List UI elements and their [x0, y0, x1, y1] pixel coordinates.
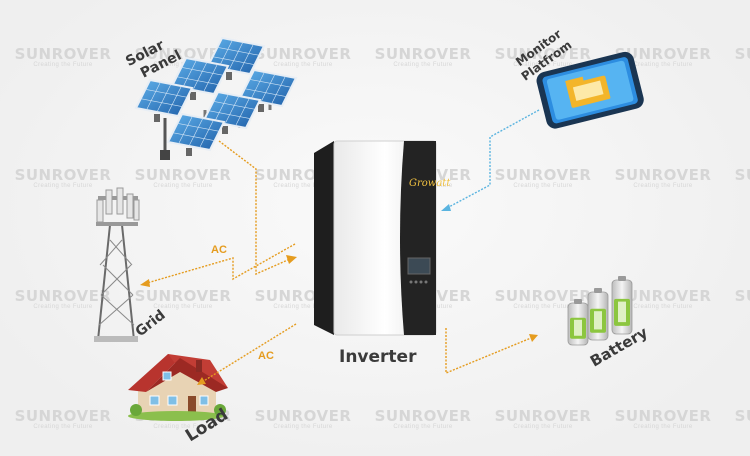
watermark-tagline: Creating the Future [33, 183, 93, 189]
watermark-tagline: Creating the Future [153, 304, 213, 310]
inverter-to-grid-line [146, 243, 296, 284]
watermark-tagline: Creating the Future [273, 183, 333, 189]
watermark-tagline: Creating the Future [153, 424, 213, 430]
watermark-brand: SUNROVER [734, 287, 750, 305]
watermark-brand: SUNROVER [14, 407, 112, 425]
watermark-tagline: Creating the Future [393, 62, 453, 68]
solar-panel-icon [134, 36, 298, 160]
watermark-brand: SUNROVER [494, 407, 592, 425]
grid-tower-icon [94, 187, 140, 342]
watermark-brand: SUNROVER [254, 407, 352, 425]
solar-to-inverter-line [218, 140, 291, 276]
inverter-icon: Growatt [314, 140, 451, 336]
watermark-brand: SUNROVER [374, 407, 472, 425]
grid-label: Grid [133, 307, 169, 340]
watermark-tagline: Creating the Future [513, 424, 573, 430]
load-house-icon [128, 354, 228, 421]
watermark-tagline: Creating the Future [633, 183, 693, 189]
watermark-brand: SUNROVER [14, 45, 112, 63]
watermark-brand: SUNROVER [494, 287, 592, 305]
watermark-brand: SUNROVER [734, 407, 750, 425]
watermark-brand: SUNROVER [494, 45, 592, 63]
watermark-tagline: Creating the Future [153, 183, 213, 189]
watermark-brand: SUNROVER [254, 45, 352, 63]
watermark-tagline: Creating the Future [33, 424, 93, 430]
watermark-brand: SUNROVER [734, 166, 750, 184]
watermark-tagline: Creating the Future [513, 183, 573, 189]
watermark-tagline: Creating the Future [273, 62, 333, 68]
watermark-brand: SUNROVER [14, 166, 112, 184]
inverter-to-load-line [201, 323, 297, 383]
monitor-phone-icon [536, 51, 644, 129]
watermark-tagline: Creating the Future [273, 424, 333, 430]
watermark-tagline: Creating the Future [633, 62, 693, 68]
watermark-tagline: Creating the Future [33, 304, 93, 310]
watermark-tagline: Creating the Future [633, 304, 693, 310]
watermark-brand: SUNROVER [134, 45, 232, 63]
watermark-tagline: Creating the Future [393, 424, 453, 430]
watermark-tagline: Creating the Future [513, 304, 573, 310]
ac-label-load: AC [258, 350, 274, 362]
watermark-brand: SUNROVER [614, 166, 712, 184]
watermark-brand: SUNROVER [494, 166, 592, 184]
inverter-to-battery-line [445, 328, 532, 375]
battery-icon [567, 276, 633, 346]
watermark-brand: SUNROVER [374, 45, 472, 63]
inverter-brand-logo: Growatt [409, 178, 451, 189]
watermark-tagline: Creating the Future [33, 62, 93, 68]
ac-connection-lines [140, 109, 540, 385]
ac-label-grid: AC [211, 244, 227, 256]
watermark-brand: SUNROVER [134, 166, 232, 184]
monitor-to-inverter-line [446, 109, 540, 209]
watermark-brand: SUNROVER [734, 45, 750, 63]
watermark-tagline: Creating the Future [273, 304, 333, 310]
watermark-tagline: Creating the Future [513, 62, 573, 68]
watermark-brand: SUNROVER [614, 45, 712, 63]
watermark-brand: SUNROVER [14, 287, 112, 305]
watermark-brand: SUNROVER [134, 287, 232, 305]
watermark-brand: SUNROVER [614, 287, 712, 305]
inverter-label: Inverter [339, 347, 417, 367]
watermark-tagline: Creating the Future [633, 424, 693, 430]
watermark-brand: SUNROVER [614, 407, 712, 425]
